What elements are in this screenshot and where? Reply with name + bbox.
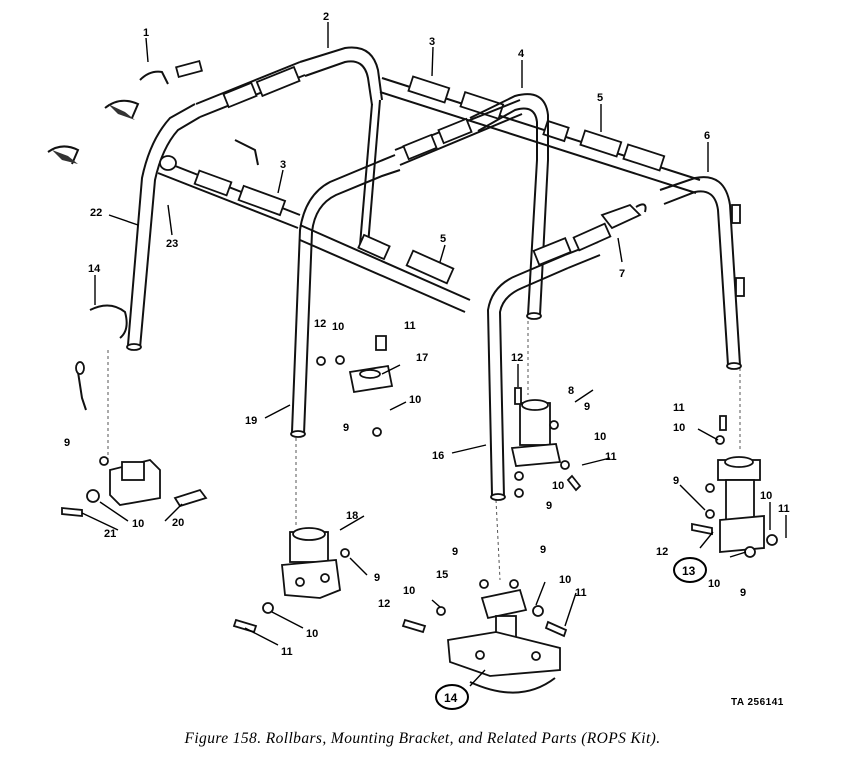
callout-17: 17 [416, 352, 428, 364]
callout-9a: 9 [343, 422, 349, 434]
rollbar-hoop-2 [299, 46, 383, 246]
callout-14a: 14 [88, 263, 101, 275]
callout-22: 22 [90, 207, 102, 219]
callout-21: 21 [104, 528, 116, 540]
callout-9g: 9 [374, 572, 380, 584]
callout-11b: 11 [605, 451, 617, 463]
callout-12a: 12 [314, 318, 326, 330]
callout-10b: 10 [409, 394, 421, 406]
callout-10k: 10 [306, 628, 318, 640]
circled-callouts [435, 557, 707, 710]
callout-16: 16 [432, 450, 444, 462]
callout-9d: 9 [673, 475, 679, 487]
callout-13: 13 [682, 564, 696, 578]
rollbar-hoop-4 [469, 93, 549, 320]
callout-3b: 3 [280, 159, 286, 171]
callout-12c: 12 [656, 546, 668, 558]
callout-9f: 9 [64, 437, 70, 449]
callout-10c: 10 [594, 431, 606, 443]
callout-12d: 12 [378, 598, 390, 610]
callout-2: 2 [323, 11, 329, 23]
callout-12b: 12 [511, 352, 523, 364]
hardware-fasteners [99, 356, 727, 638]
latch-part-7 [572, 203, 647, 252]
callout-10h: 10 [132, 518, 144, 530]
callout-14b: 14 [444, 691, 458, 705]
leader-lines [81, 22, 787, 687]
callout-20: 20 [172, 517, 184, 529]
callout-23: 23 [166, 238, 178, 250]
figure-caption: Figure 158. Rollbars, Mounting Bracket, … [184, 730, 661, 747]
rear-rollbar-left [126, 103, 201, 351]
bracket-part-13 [691, 456, 778, 558]
bracket-part-18 [281, 527, 341, 599]
rollbar-hoop-6 [659, 176, 745, 370]
callout-11c: 11 [673, 402, 685, 414]
callout-5a: 5 [597, 92, 603, 104]
callout-18: 18 [346, 510, 358, 522]
callout-11e: 11 [575, 587, 587, 599]
front-right-rollbar [486, 236, 601, 501]
callout-4: 4 [518, 48, 525, 60]
callout-10a: 10 [332, 321, 344, 333]
callout-10j: 10 [403, 585, 415, 597]
middle-rail [299, 224, 471, 313]
hitch-pins-part-1 [47, 59, 259, 166]
front-rollbar [290, 99, 523, 438]
callout-9c: 9 [546, 500, 552, 512]
callout-7: 7 [619, 268, 625, 280]
callout-9h: 9 [452, 546, 458, 558]
callout-15: 15 [436, 569, 448, 581]
callout-11f: 11 [281, 646, 293, 658]
bracket-part-8 [510, 399, 562, 467]
callout-labels: 1 2 3 3 4 5 5 6 7 22 23 14 12 10 11 17 1… [64, 11, 790, 705]
assembly-guide-lines [107, 315, 741, 581]
right-upper-rail [379, 75, 701, 194]
strap-part-14 [75, 304, 128, 411]
callout-3a: 3 [429, 36, 435, 48]
rear-crossbar [195, 61, 306, 118]
callout-1: 1 [143, 27, 149, 39]
callout-10d: 10 [552, 480, 564, 492]
callout-11d: 11 [778, 503, 790, 515]
bracket-part-17 [335, 335, 394, 394]
bracket-part-20 [61, 459, 208, 517]
ta-number: TA 256141 [731, 697, 784, 708]
callout-10e: 10 [673, 422, 685, 434]
callout-11a: 11 [404, 320, 416, 332]
callout-9b: 9 [584, 401, 590, 413]
callout-10f: 10 [760, 490, 772, 502]
left-side-rail [157, 155, 301, 229]
bracket-part-15 [447, 588, 561, 694]
callout-9e: 9 [740, 587, 746, 599]
callout-19: 19 [245, 415, 257, 427]
callout-10i: 10 [559, 574, 571, 586]
callout-8: 8 [568, 385, 574, 397]
callout-6: 6 [704, 130, 710, 142]
callout-5b: 5 [440, 233, 446, 245]
callout-9i: 9 [540, 544, 546, 556]
callout-10g: 10 [708, 578, 720, 590]
